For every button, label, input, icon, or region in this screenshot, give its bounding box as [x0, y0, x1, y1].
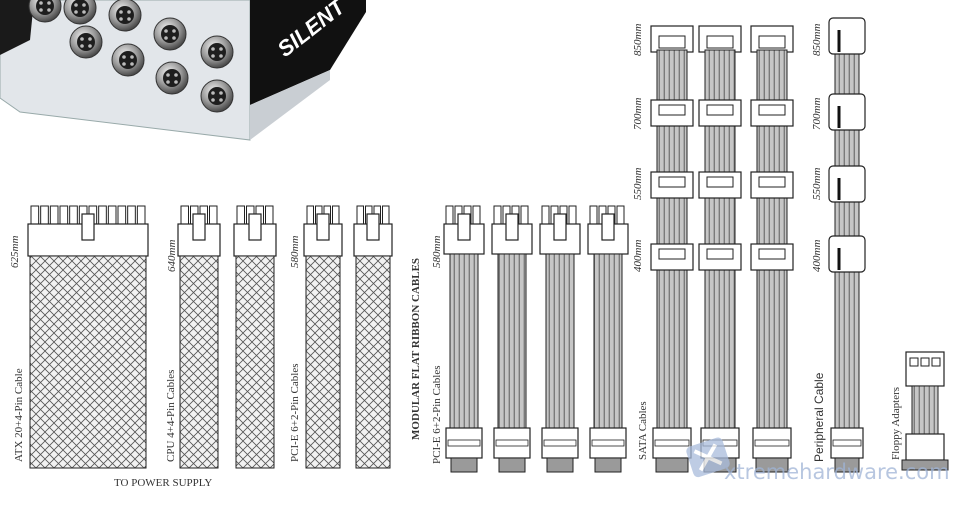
psu-socket-icon — [200, 79, 234, 113]
watermark-logo-icon — [686, 437, 730, 478]
cpu-cable-label: CPU 4+4-Pin Cables — [165, 370, 177, 462]
sata-top-connector-1 — [650, 25, 694, 53]
ribbon-cables — [443, 17, 949, 473]
atx-cable — [27, 205, 149, 469]
pcie-ribbon-connector-1 — [443, 205, 485, 255]
pcie-sleeved-length-label: 580mm — [289, 236, 301, 268]
psu-connectors — [28, 0, 234, 113]
plug — [594, 457, 622, 473]
pcie-ribbon-cable-2 — [493, 253, 531, 473]
ribbon-title: MODULAR FLAT RIBBON CABLES — [410, 258, 422, 440]
bottom-caption: TO POWER SUPPLY — [114, 477, 212, 489]
plug — [655, 457, 689, 473]
pcie-ribbon-length-label: 580mm — [431, 236, 443, 268]
atx-cable-label: ATX 20+4-Pin Cable — [13, 368, 25, 462]
peripheral-length-2: 700mm — [811, 98, 823, 130]
sata-length-3: 550mm — [632, 168, 644, 200]
molex-connector-2 — [828, 93, 866, 131]
pcie-ribbon-connector-3 — [539, 205, 581, 255]
cpu-cable-1 — [177, 205, 221, 469]
pcie-ribbon-connector-4 — [587, 205, 629, 255]
watermark: xtremehardware.com — [686, 437, 950, 484]
sata-cable-2 — [698, 49, 742, 473]
psu-socket-icon — [69, 25, 103, 59]
sata-cable-1 — [650, 49, 694, 473]
sata-length-2: 700mm — [632, 98, 644, 130]
pcie-ribbon-connector-2 — [491, 205, 533, 255]
sata-length-marks: 850mm 700mm 550mm 400mm — [632, 24, 644, 272]
plug — [546, 457, 574, 473]
watermark-text: xtremehardware.com — [724, 460, 950, 484]
psu-socket-icon — [200, 35, 234, 69]
pcie-sleeved-cable-2 — [353, 205, 393, 469]
peripheral-length-3: 550mm — [811, 168, 823, 200]
molex-connector-3 — [828, 165, 866, 203]
atx-length-label: 625mm — [9, 236, 21, 268]
plug — [834, 457, 860, 473]
molex-connector-4 — [828, 235, 866, 273]
psu-socket-icon — [108, 0, 142, 32]
plug — [450, 457, 478, 473]
molex-connector-1 — [828, 17, 866, 55]
pcie-ribbon-cable-1 — [445, 253, 483, 473]
psu-socket-icon — [63, 0, 97, 25]
sleeved-cables — [27, 205, 393, 469]
peripheral-length-marks: 850mm 700mm 550mm 400mm — [811, 24, 823, 272]
floppy-adapter-label: Floppy Adapters — [890, 387, 902, 460]
pcie-ribbon-cable-3 — [541, 253, 579, 473]
sata-length-4: 400mm — [632, 240, 644, 272]
psu-socket-icon — [111, 43, 145, 77]
pcie-sleeved-cable-label: PCI-E 6+2-Pin Cables — [289, 364, 301, 462]
pcie-ribbon-cable-4 — [589, 253, 627, 473]
pcie-ribbon-cable-label: PCI-E 6+2-Pin Cables — [431, 366, 443, 464]
plug — [755, 457, 789, 473]
psu-socket-icon — [153, 17, 187, 51]
sata-cable-3 — [750, 49, 794, 473]
sata-cable-label: SATA Cables — [637, 401, 649, 460]
psu-socket-icon — [28, 0, 62, 23]
pcie-sleeved-cable-1 — [303, 205, 343, 469]
peripheral-cable-label: Peripheral Cable — [812, 372, 826, 462]
peripheral-length-4: 400mm — [811, 240, 823, 272]
sata-top-connector-2 — [698, 25, 742, 53]
psu-modular-panel: SILENT — [0, 0, 366, 141]
peripheral-length-1: 850mm — [811, 24, 823, 56]
floppy-adapter — [901, 351, 949, 471]
cpu-cable-2 — [233, 205, 277, 469]
sata-top-connector-3 — [750, 25, 794, 53]
sata-length-1: 850mm — [632, 24, 644, 56]
inline-connector — [750, 99, 794, 127]
cpu-length-label: 640mm — [166, 240, 178, 272]
plug — [498, 457, 526, 473]
psu-socket-icon — [155, 61, 189, 95]
